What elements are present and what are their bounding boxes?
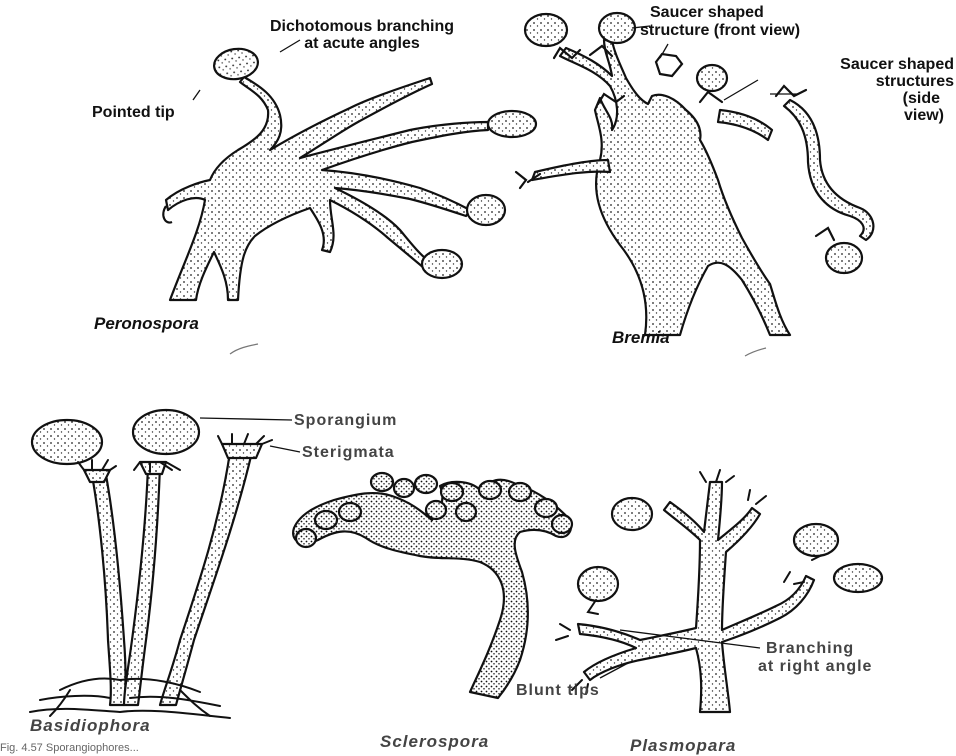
- plasmopara-branching-line2: at right angle: [758, 658, 872, 676]
- figure-caption: Fig. 4.57 Sporangiophores...: [0, 742, 139, 754]
- bremia-side-line3: (side: [740, 90, 954, 107]
- bremia-side-line4: view): [740, 107, 954, 124]
- basidiophora-name: Basidiophora: [30, 716, 151, 736]
- bremia-front-line1: Saucer shaped: [640, 4, 800, 22]
- sterigmata-label: Sterigmata: [302, 444, 395, 461]
- blunt-tips-label: Blunt tips: [516, 682, 600, 699]
- basidiophora-figure: [32, 410, 262, 705]
- peronospora-branching-line2: at acute angles: [202, 35, 522, 52]
- sclerospora-name: Sclerospora: [380, 732, 489, 752]
- stray-marks: [230, 344, 766, 356]
- peronospora-name: Peronospora: [94, 314, 199, 334]
- peronospora-branching-line1: Dichotomous branching: [202, 18, 522, 35]
- bremia-side-line1: Saucer shaped: [740, 56, 954, 73]
- plasmopara-name: Plasmopara: [630, 736, 736, 756]
- sporangium-label: Sporangium: [294, 412, 397, 429]
- bremia-side-view-label: Saucer shaped structures (side view): [740, 56, 954, 124]
- sclerospora-figure: [293, 473, 572, 698]
- bremia-front-view-label: Saucer shaped structure (front view): [640, 4, 800, 40]
- bremia-front-line2: structure (front view): [640, 22, 800, 40]
- bremia-side-line2: structures: [740, 73, 954, 90]
- plasmopara-branching-line1: Branching: [758, 640, 872, 658]
- peronospora-branching-label: Dichotomous branching at acute angles: [202, 18, 522, 52]
- peronospora-tip-label: Pointed tip: [92, 104, 175, 121]
- bremia-name: Bremia: [612, 328, 670, 348]
- plasmopara-figure: [578, 482, 882, 712]
- plasmopara-branching-label: Branching at right angle: [758, 640, 872, 676]
- peronospora-figure: [163, 46, 536, 300]
